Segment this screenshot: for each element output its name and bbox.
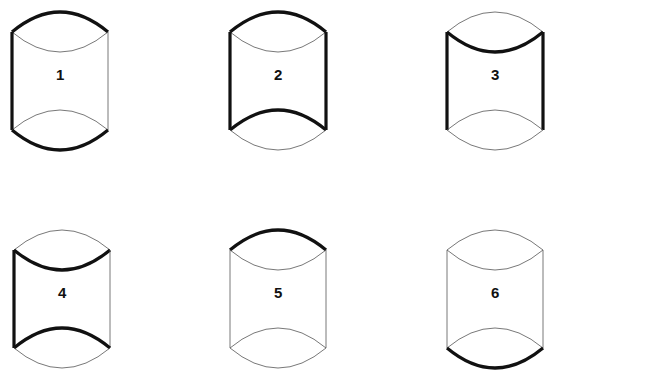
bold-edge: [12, 250, 15, 348]
bold-edge: [447, 348, 543, 368]
thin-edge: [447, 230, 543, 250]
barrel-shape: 1: [10, 10, 110, 152]
barrel-shape: 2: [228, 10, 328, 152]
thin-edge: [14, 348, 110, 368]
thin-edge: [543, 250, 544, 348]
bold-edge: [447, 32, 543, 52]
shape-number: 1: [54, 66, 66, 83]
thin-edge: [12, 110, 108, 130]
thin-edge: [447, 250, 543, 270]
bold-edge: [230, 230, 326, 250]
thin-edge: [14, 230, 110, 250]
thin-edge: [447, 250, 448, 348]
barrel-shape: 5: [228, 228, 328, 370]
thin-edge: [110, 250, 111, 348]
thin-edge: [447, 130, 543, 150]
thin-edge: [326, 250, 327, 348]
thin-edge: [108, 32, 109, 130]
thin-edge: [447, 110, 543, 130]
bold-edge: [228, 32, 231, 130]
bold-edge: [14, 328, 110, 348]
shape-number: 3: [489, 66, 501, 83]
bold-edge: [12, 12, 108, 32]
bold-edge: [10, 32, 13, 130]
barrel-shape: 4: [12, 228, 112, 370]
thin-edge: [447, 328, 543, 348]
thin-edge: [230, 348, 326, 368]
bold-edge: [445, 32, 448, 130]
shape-number: 6: [489, 284, 501, 301]
thin-edge: [230, 328, 326, 348]
shape-number: 2: [272, 66, 284, 83]
bold-edge: [14, 250, 110, 270]
bold-edge: [12, 130, 108, 150]
bold-edge: [230, 12, 326, 32]
thin-edge: [230, 130, 326, 150]
thin-edge: [447, 12, 543, 32]
barrel-shape: 6: [445, 228, 545, 370]
bold-edge: [541, 32, 544, 130]
barrel-shape: 3: [445, 10, 545, 152]
shape-number: 4: [56, 284, 68, 301]
bold-edge: [230, 110, 326, 130]
thin-edge: [230, 32, 326, 52]
thin-edge: [230, 250, 231, 348]
shape-number: 5: [272, 284, 284, 301]
bold-edge: [324, 32, 327, 130]
thin-edge: [230, 250, 326, 270]
thin-edge: [12, 32, 108, 52]
